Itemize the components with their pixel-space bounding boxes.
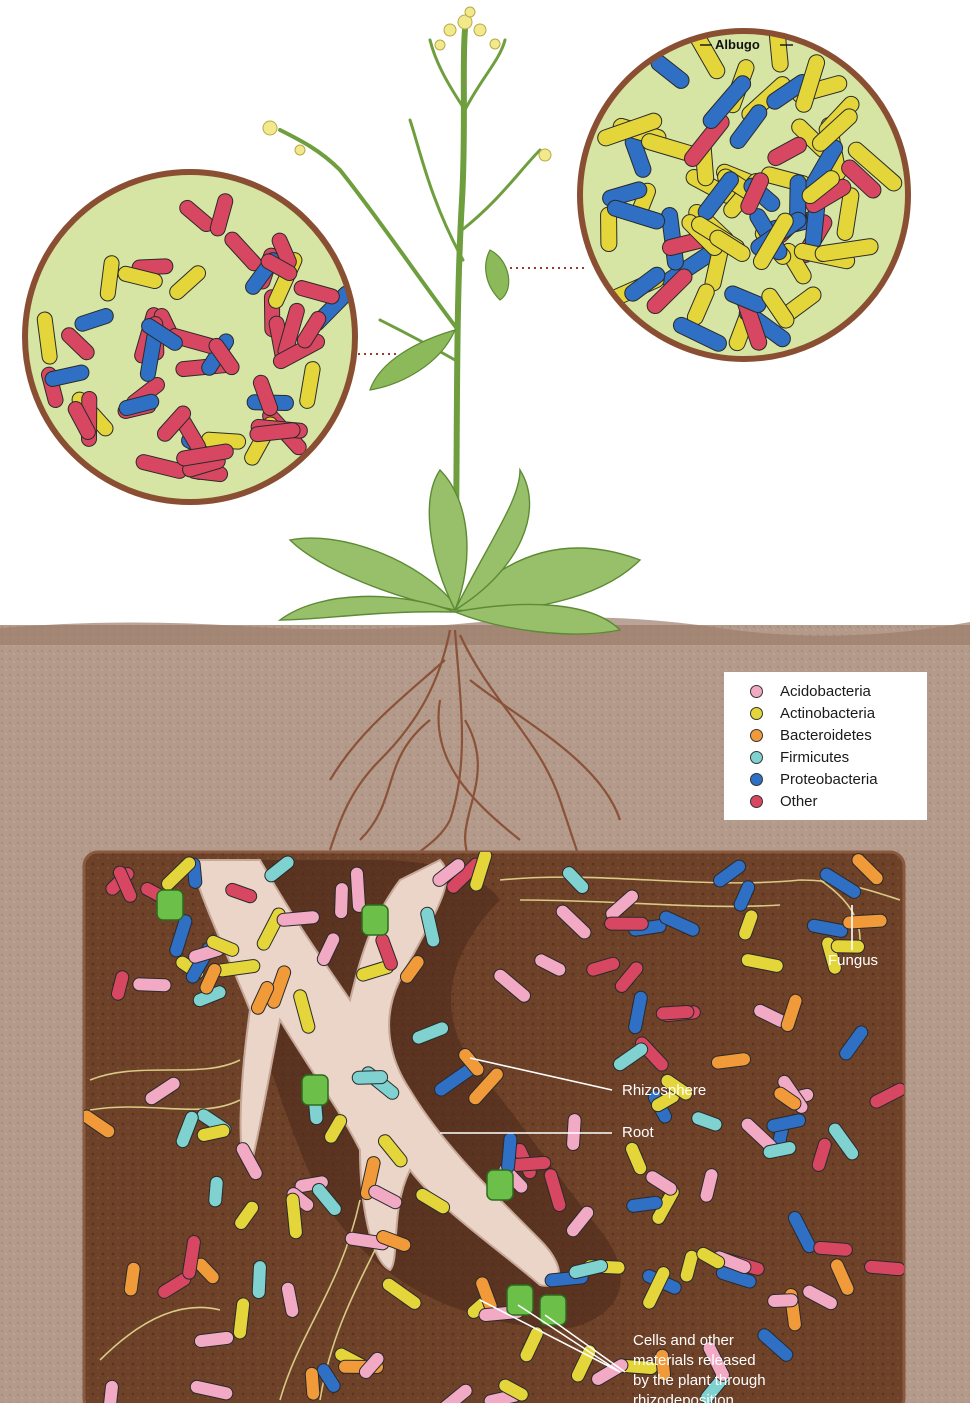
bacterium — [566, 1113, 581, 1151]
legend-label: Other — [780, 791, 818, 813]
plant-cell — [157, 890, 183, 920]
rhizodeposition-line-3: by the plant through — [633, 1371, 833, 1391]
stem-leaves — [370, 250, 509, 390]
bacterium — [252, 1260, 267, 1299]
bacterium — [767, 1293, 798, 1307]
bacterium — [305, 1367, 320, 1401]
legend: Acidobacteria Actinobacteria Bacteroidet… — [724, 672, 927, 820]
bacterium — [864, 1260, 906, 1276]
leaf-surface-inset — [25, 172, 357, 502]
bacterium — [605, 917, 649, 930]
legend-swatch — [750, 685, 763, 698]
bacterium — [350, 867, 366, 913]
flower-cluster — [263, 7, 551, 161]
root-label: Root — [622, 1124, 654, 1141]
legend-swatch — [750, 773, 763, 786]
rosette-leaves — [280, 470, 640, 634]
legend-label: Acidobacteria — [780, 681, 871, 703]
legend-swatch — [750, 751, 763, 764]
bacterium — [813, 1241, 853, 1257]
legend-label: Actinobacteria — [780, 703, 875, 725]
legend-item: Other — [752, 791, 927, 813]
rhizosphere-panel — [78, 847, 909, 1403]
legend-swatch — [750, 729, 763, 742]
rhizosphere-label: Rhizosphere — [622, 1082, 706, 1099]
legend-label: Firmicutes — [780, 747, 849, 769]
rhizodeposition-line-4: rhizodeposition — [633, 1391, 833, 1403]
plant-cell — [507, 1285, 533, 1315]
legend-item: Firmicutes — [752, 747, 927, 769]
legend-label: Proteobacteria — [780, 769, 878, 791]
bacterium — [501, 1132, 517, 1173]
legend-item: Bacteroidetes — [752, 725, 927, 747]
bacterium — [208, 1176, 223, 1208]
bacterium — [352, 1071, 388, 1085]
plant-cell — [302, 1075, 328, 1105]
albugo-label: Albugo — [715, 37, 760, 52]
legend-swatch — [750, 795, 763, 808]
rhizodeposition-label: Cells and other materials released by th… — [633, 1331, 833, 1403]
legend-label: Bacteroidetes — [780, 725, 872, 747]
legend-item: Proteobacteria — [752, 769, 927, 791]
leaf-albugo-inset — [580, 24, 908, 359]
rhizodeposition-line-2: materials released — [633, 1351, 833, 1371]
bacterium — [842, 914, 887, 930]
legend-swatch — [750, 707, 763, 720]
legend-item: Actinobacteria — [752, 703, 927, 725]
callout-connectors — [352, 268, 586, 354]
legend-item: Acidobacteria — [752, 681, 927, 703]
bacterium — [656, 1005, 694, 1020]
fungus-label: Fungus — [828, 952, 878, 969]
plant-cell — [487, 1170, 513, 1200]
rhizodeposition-line-1: Cells and other — [633, 1331, 833, 1351]
bacterium — [334, 882, 348, 918]
plant-cell — [362, 905, 388, 935]
bacterium — [133, 978, 172, 992]
